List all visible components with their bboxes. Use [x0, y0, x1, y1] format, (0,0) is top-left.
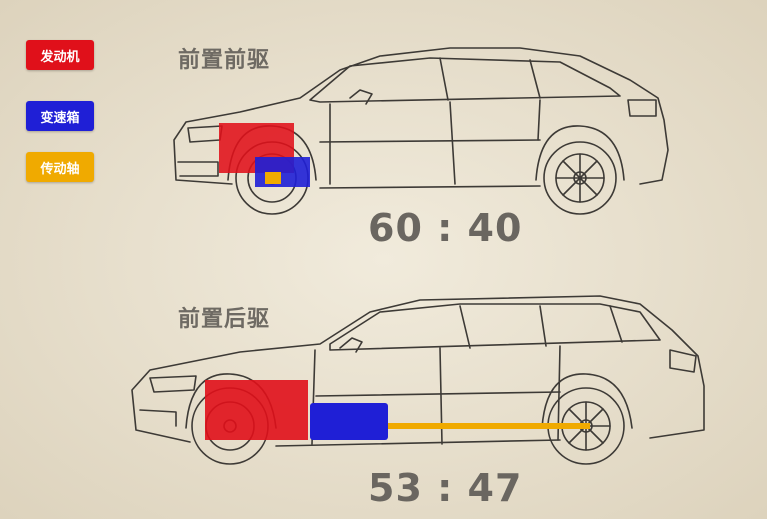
legend-engine: 发动机	[26, 40, 94, 70]
ratio-fr: 53 : 47	[368, 466, 523, 510]
driveshaft-line	[380, 423, 590, 429]
title-ff: 前置前驱	[178, 48, 271, 73]
gearbox-block	[310, 403, 388, 440]
legend-gearbox: 变速箱	[26, 101, 94, 131]
driveshaft-block	[265, 172, 281, 184]
legend-driveshaft: 传动轴	[26, 152, 94, 182]
engine-block	[205, 380, 308, 440]
gearbox-block	[255, 157, 310, 187]
title-fr: 前置后驱	[178, 307, 271, 332]
ratio-ff: 60 : 40	[368, 206, 523, 250]
